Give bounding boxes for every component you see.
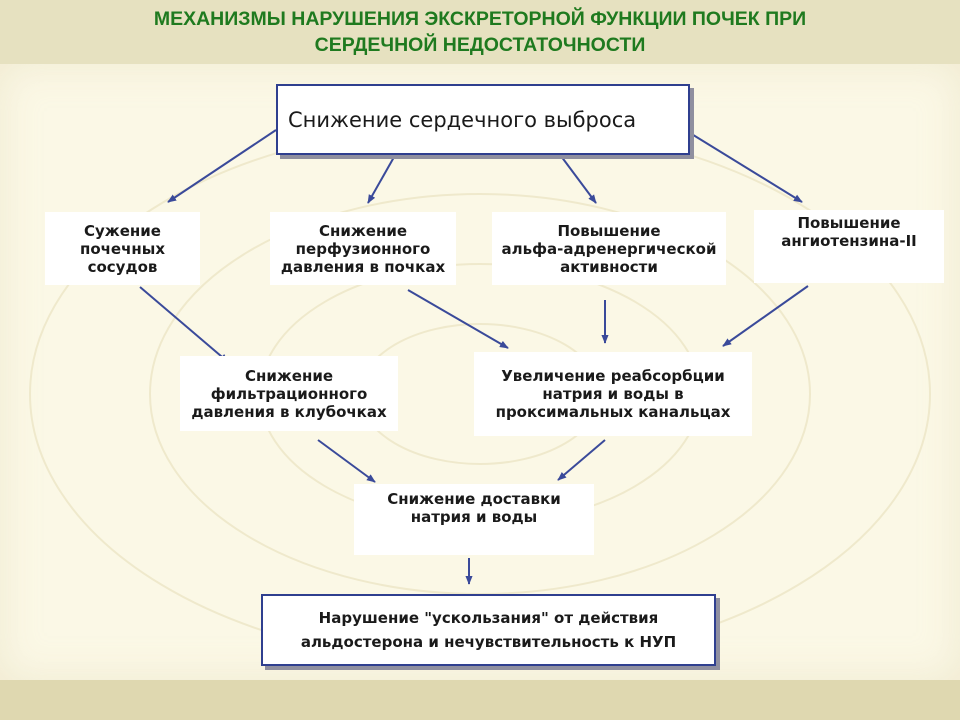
slide-footer bbox=[0, 680, 960, 720]
arrow-reabsorption-to-delivery bbox=[557, 439, 606, 481]
node-label-line: Повышение bbox=[557, 221, 661, 240]
arrow-cardiac-to-perfusion bbox=[367, 149, 399, 204]
node-label-line: Снижение bbox=[318, 221, 408, 240]
slide-title: МЕХАНИЗМЫ НАРУШЕНИЯ ЭКСКРЕТОРНОЙ ФУНКЦИИ… bbox=[20, 6, 940, 58]
node-label-line: альфа-адренергической bbox=[501, 239, 717, 258]
arrow-cardiac-to-alpha bbox=[557, 151, 597, 204]
node-label-line: активности bbox=[560, 257, 658, 276]
arrow-cardiac-to-vessels bbox=[167, 129, 277, 203]
node-label-line: сосудов bbox=[87, 257, 158, 276]
node-label-line: проксимальных канальцах bbox=[495, 403, 731, 421]
node-label-line: Снижение bbox=[244, 366, 334, 385]
arrow-filtration-to-delivery bbox=[317, 439, 376, 483]
node-label-line: Увеличение реабсорбции bbox=[501, 367, 725, 385]
node-label-line: Сужение bbox=[84, 221, 161, 240]
node-angiotensin: Повышение ангиотензина-II bbox=[754, 210, 944, 283]
node-renal-vessels: Сужение почечных сосудов bbox=[45, 212, 200, 285]
node-reabsorption: Увеличение реабсорбции натрия и воды в п… bbox=[474, 352, 752, 436]
node-cardiac-output-label: Снижение сердечного выброса bbox=[288, 107, 637, 132]
node-label-line: почечных bbox=[79, 239, 166, 258]
node-label-line: Снижение доставки bbox=[387, 490, 561, 508]
node-label-line: давления в почках bbox=[280, 257, 446, 276]
node-filtration-pressure: Снижение фильтрационного давления в клуб… bbox=[180, 356, 398, 431]
title-line-1: МЕХАНИЗМЫ НАРУШЕНИЯ ЭКСКРЕТОРНОЙ ФУНКЦИИ… bbox=[153, 8, 807, 30]
node-delivery: Снижение доставки натрия и воды bbox=[354, 484, 594, 555]
node-perfusion-pressure: Снижение перфузионного давления в почках bbox=[270, 212, 456, 285]
node-label-line: натрия и воды в bbox=[542, 385, 684, 403]
node-label-line: альдостерона и нечувствительность к НУП bbox=[300, 633, 677, 651]
slide-header bbox=[0, 0, 960, 64]
title-line-2: СЕРДЕЧНОЙ НЕДОСТАТОЧНОСТИ bbox=[314, 34, 646, 56]
node-escape: Нарушение "ускользания" от действия альд… bbox=[261, 594, 716, 666]
node-label-line: ангиотензина-II bbox=[781, 232, 917, 250]
arrow-vessels-to-filtration bbox=[139, 286, 229, 363]
arrow-perfusion-to-reabsorption bbox=[407, 289, 509, 349]
node-label-line: Нарушение "ускользания" от действия bbox=[318, 609, 659, 627]
arrow-angiotensin-to-reabsorption bbox=[722, 285, 809, 347]
node-label-line: Повышение bbox=[797, 214, 901, 232]
node-label-line: фильтрационного bbox=[210, 384, 368, 403]
node-label-line: натрия и воды bbox=[410, 508, 538, 526]
node-label-line: перфузионного bbox=[295, 239, 431, 258]
arrow-cardiac-to-angiotensin bbox=[689, 132, 803, 203]
node-cardiac-output: Снижение сердечного выброса bbox=[276, 84, 690, 155]
node-label-line: давления в клубочках bbox=[191, 402, 387, 421]
node-alpha-adrenergic: Повышение альфа-адренергической активнос… bbox=[492, 212, 726, 285]
